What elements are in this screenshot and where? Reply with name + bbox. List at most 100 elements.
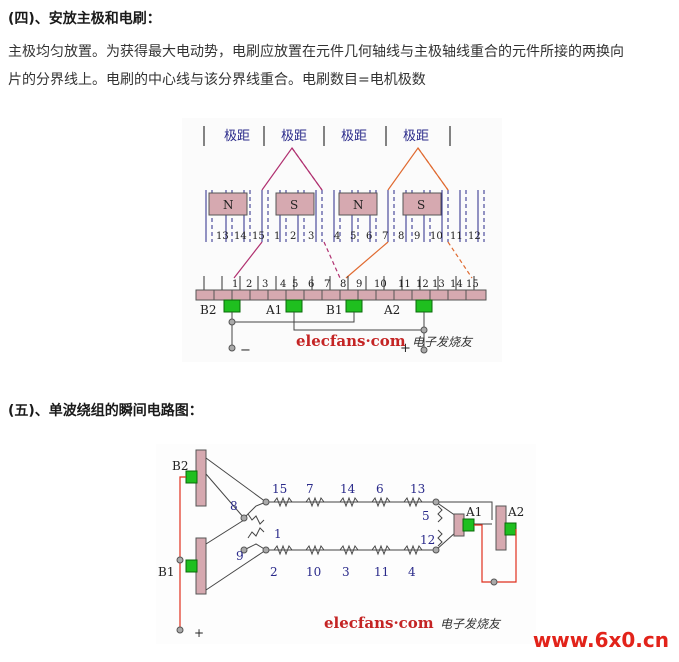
coil (305, 544, 325, 556)
coil-label: 3 (342, 565, 350, 579)
slot-number: 11 (450, 231, 463, 242)
coil (437, 529, 443, 547)
coil (273, 496, 293, 508)
site-logo: www.6x0.cn (532, 628, 669, 652)
instant-circuit-svg: B2 B1 + (158, 449, 524, 640)
commutator-number: 8 (340, 279, 346, 290)
brush-label: B1 (158, 565, 174, 579)
watermark: elecfans·com (324, 614, 434, 632)
coil-zigzags (247, 496, 443, 556)
pole-pitch-label: 极距 (341, 129, 367, 144)
coil (305, 496, 325, 508)
coil (403, 544, 423, 556)
slot-number: 4 (334, 231, 340, 242)
commutator-number: 4 (280, 279, 286, 290)
commutator-leads (203, 276, 475, 290)
commutator-number: 5 (292, 279, 298, 290)
brush-label: A2 (383, 303, 400, 317)
coil-label: 15 (272, 482, 287, 496)
commutator (195, 289, 487, 301)
coil-lead (345, 241, 389, 279)
watermark: elecfans·com (296, 332, 406, 350)
terminal-node (490, 578, 498, 586)
pole-s (402, 192, 442, 216)
brush-a2 (504, 522, 517, 536)
commutator-number: 15 (466, 279, 479, 290)
brush-label: A1 (265, 303, 282, 317)
coil-label: 4 (408, 565, 416, 579)
section4-heading: (四)、安放主极和电刷： (8, 11, 161, 27)
terminal-node (228, 344, 236, 352)
coil-lead (233, 241, 263, 279)
pole-label: N (223, 198, 234, 212)
slot-number: 6 (366, 231, 372, 242)
coil-end-front (387, 146, 449, 191)
commutator-number: 11 (398, 279, 411, 290)
brush-label: A2 (507, 505, 524, 519)
coil (339, 544, 359, 556)
minus-sign: − (240, 343, 251, 358)
slot-number: 2 (290, 231, 296, 242)
pole-s (275, 192, 315, 216)
slot-number: 14 (234, 231, 247, 242)
coil-end-back (291, 147, 323, 191)
watermark-cn: 电子发烧友 (440, 617, 502, 631)
coil-label: 6 (376, 482, 384, 496)
pole-label: N (353, 198, 364, 212)
red-lead (179, 476, 186, 630)
terminal-node (420, 326, 428, 334)
coil-lead (323, 241, 341, 279)
coil-label: 1 (274, 527, 282, 541)
coil (339, 496, 359, 508)
section4-line1: 主极均匀放置。为获得最大电动势，电刷应放置在元件几何轴线与主极轴线重合的元件所接… (8, 44, 624, 60)
wave-winding-svg: 极距 极距 极距 极距 N S N S 13 14 15 1 2 3 (195, 126, 487, 358)
brush-label: B2 (172, 459, 188, 473)
brush-label: B2 (200, 303, 216, 317)
main-poles (208, 192, 442, 216)
section4-paragraph: 主极均匀放置。为获得最大电动势，电刷应放置在元件几何轴线与主极轴线重合的元件所接… (8, 38, 676, 94)
commutator-number: 10 (374, 279, 387, 290)
pole-n (338, 192, 378, 216)
pole-pitch-bars (203, 126, 451, 146)
watermark-cn: 电子发烧友 (412, 335, 474, 349)
pole-pitch-label: 极距 (281, 129, 307, 144)
pole-label: S (417, 198, 425, 212)
brush-b1 (185, 559, 198, 573)
commutator-dividers (213, 290, 467, 300)
commutator-number: 14 (450, 279, 463, 290)
slot-number: 9 (414, 231, 420, 242)
plus-sign: + (194, 626, 204, 640)
coil-label: 8 (230, 499, 238, 513)
coil-label: 12 (420, 533, 435, 547)
terminal-node (420, 346, 428, 354)
plus-sign: + (400, 341, 411, 356)
slot-number: 8 (398, 231, 404, 242)
slot-number: 12 (468, 231, 481, 242)
slot-numbers: 13 14 15 1 2 3 4 5 6 7 8 9 10 11 12 (216, 231, 481, 242)
commutator-number: 12 (416, 279, 429, 290)
slot-number: 15 (252, 231, 265, 242)
coil-label: 5 (422, 509, 430, 523)
brushes (223, 299, 433, 313)
coil (247, 527, 265, 539)
circuit-nodes (240, 498, 440, 554)
pole-pitch-label: 极距 (224, 129, 250, 144)
slot-number: 10 (430, 231, 443, 242)
brush-label: B1 (326, 303, 342, 317)
red-lead (474, 524, 517, 583)
coil (273, 544, 293, 556)
coil-lead (447, 241, 473, 279)
coil (371, 496, 391, 508)
terminal-node (176, 556, 184, 564)
coil-label: 2 (270, 565, 278, 579)
figure-wave-winding: 极距 极距 极距 极距 N S N S 13 14 15 1 2 3 (182, 118, 502, 362)
commutator-number: 13 (432, 279, 445, 290)
slot-number: 5 (350, 231, 356, 242)
slot-number: 1 (274, 231, 280, 242)
brush-a2 (415, 299, 433, 313)
brush-a1 (462, 518, 475, 532)
coil-label: 10 (306, 565, 321, 579)
coil (247, 513, 265, 525)
slot-number: 7 (382, 231, 388, 242)
commutator-number: 6 (308, 279, 314, 290)
